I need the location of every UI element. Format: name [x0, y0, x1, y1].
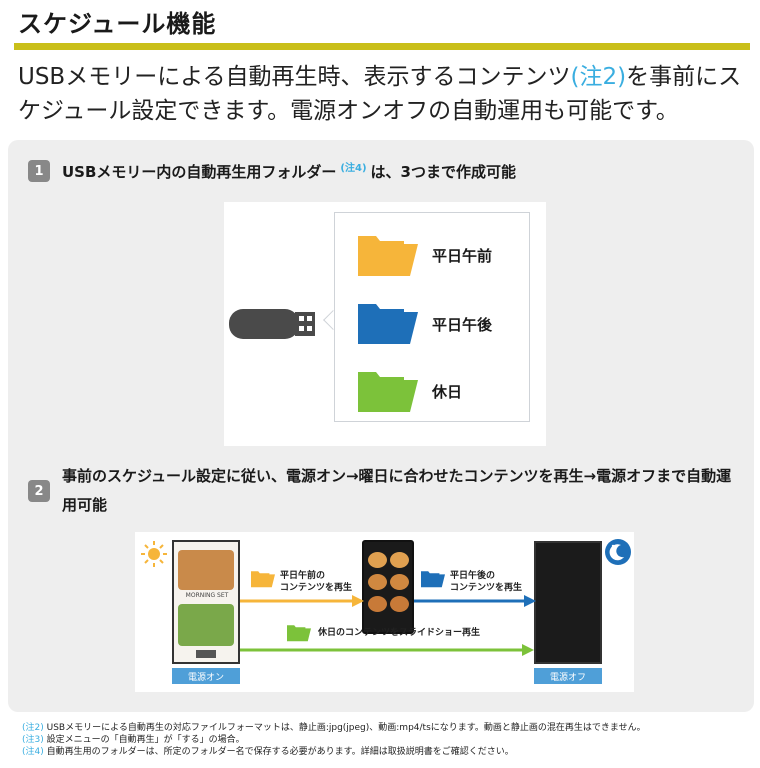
footnote-2-tag: (注2): [22, 723, 44, 733]
folder-holiday-label: 休日: [432, 383, 463, 401]
footnote-3-tag: (注3): [22, 735, 44, 745]
usb-stick-icon: [229, 309, 315, 339]
step-1-number: 1: [28, 160, 50, 182]
afternoon-label-line-2: コンテンツを再生: [450, 583, 523, 593]
arrow-morning: [240, 595, 364, 607]
afternoon-label-line-1: 平日午後の: [450, 571, 496, 581]
power-off-tag: 電源オフ: [534, 668, 602, 684]
folder-holiday-icon: [358, 372, 418, 412]
lead-text-1: USBメモリーによる自動再生時、表示するコンテンツ: [18, 64, 571, 90]
folder-weekday-pm-icon: [358, 304, 418, 344]
signage-display-off: [534, 541, 602, 664]
arrow-holiday: [240, 644, 534, 656]
folder-weekday-am-label: 平日午前: [432, 247, 493, 265]
morning-label-line-2: コンテンツを再生: [280, 583, 353, 593]
sun-icon: [141, 541, 167, 567]
footnote-4-tag: (注4): [22, 747, 44, 757]
title-underline: [14, 43, 750, 50]
display-logo: [196, 650, 216, 658]
footnote-3-text: 設定メニューの「自動再生」が「する」の場合。: [46, 735, 245, 745]
footnote-4: (注4) 自動再生用のフォルダーは、所定のフォルダー名で保存する必要があります。…: [22, 746, 646, 758]
signage-display-menu: [362, 540, 414, 634]
step-1-text: USBメモリー内の自動再生用フォルダー(注4)は、3つまで作成可能: [62, 160, 516, 185]
folder-weekday-pm-label: 平日午後: [432, 316, 493, 334]
power-on-tag: 電源オン: [172, 668, 240, 684]
step-2-text: 事前のスケジュール設定に従い、電源オン→曜日に合わせたコンテンツを再生→電源オフ…: [62, 467, 732, 514]
moon-icon: [605, 539, 631, 565]
lead-note-ref: (注2): [570, 64, 627, 90]
step-1: 1 USBメモリー内の自動再生用フォルダー(注4)は、3つまで作成可能: [28, 160, 516, 185]
footnote-4-text: 自動再生用のフォルダーは、所定のフォルダー名で保存する必要があります。詳細は取扱…: [46, 747, 514, 757]
holiday-label: 休日のコンテンツをスライドショー再生: [318, 628, 481, 638]
folder-pm-small-icon: [421, 571, 445, 588]
arrow-afternoon: [414, 595, 536, 607]
footnote-3: (注3) 設定メニューの「自動再生」が「する」の場合。: [22, 734, 646, 746]
lead-paragraph: USBメモリーによる自動再生時、表示するコンテンツ(注2)を事前にスケジュール設…: [18, 60, 748, 128]
step-2: 2 事前のスケジュール設定に従い、電源オン→曜日に合わせたコンテンツを再生→電源…: [28, 462, 740, 520]
morning-label-line-1: 平日午前の: [280, 571, 326, 581]
step-1-text-b: は、3つまで作成可能: [370, 163, 516, 181]
folder-holiday-small-icon: [287, 625, 311, 642]
step-2-number: 2: [28, 480, 50, 502]
morning-label: 平日午前のコンテンツを再生: [280, 570, 352, 594]
step-1-text-a: USBメモリー内の自動再生用フォルダー: [62, 163, 337, 181]
footnotes: (注2) USBメモリーによる自動再生の対応ファイルフォーマットは、静止画:jp…: [22, 722, 646, 758]
folder-am-small-icon: [251, 571, 275, 588]
page-title: スケジュール機能: [18, 10, 217, 38]
food-photo-1: [178, 550, 234, 590]
lead-text-2: を事前にスケジュール設定できます。電源オンオフの自動運用も可能です。: [18, 64, 742, 124]
step-1-note-ref: (注4): [340, 163, 367, 174]
display-caption: MORNING SET: [185, 592, 229, 599]
footnote-2-text: USBメモリーによる自動再生の対応ファイルフォーマットは、静止画:jpg(jpe…: [46, 723, 646, 733]
signage-display-on: MORNING SET: [172, 540, 240, 664]
afternoon-label: 平日午後のコンテンツを再生: [450, 570, 522, 594]
food-photo-2: [178, 604, 234, 646]
folder-weekday-am-icon: [358, 236, 418, 276]
footnote-2: (注2) USBメモリーによる自動再生の対応ファイルフォーマットは、静止画:jp…: [22, 722, 646, 734]
